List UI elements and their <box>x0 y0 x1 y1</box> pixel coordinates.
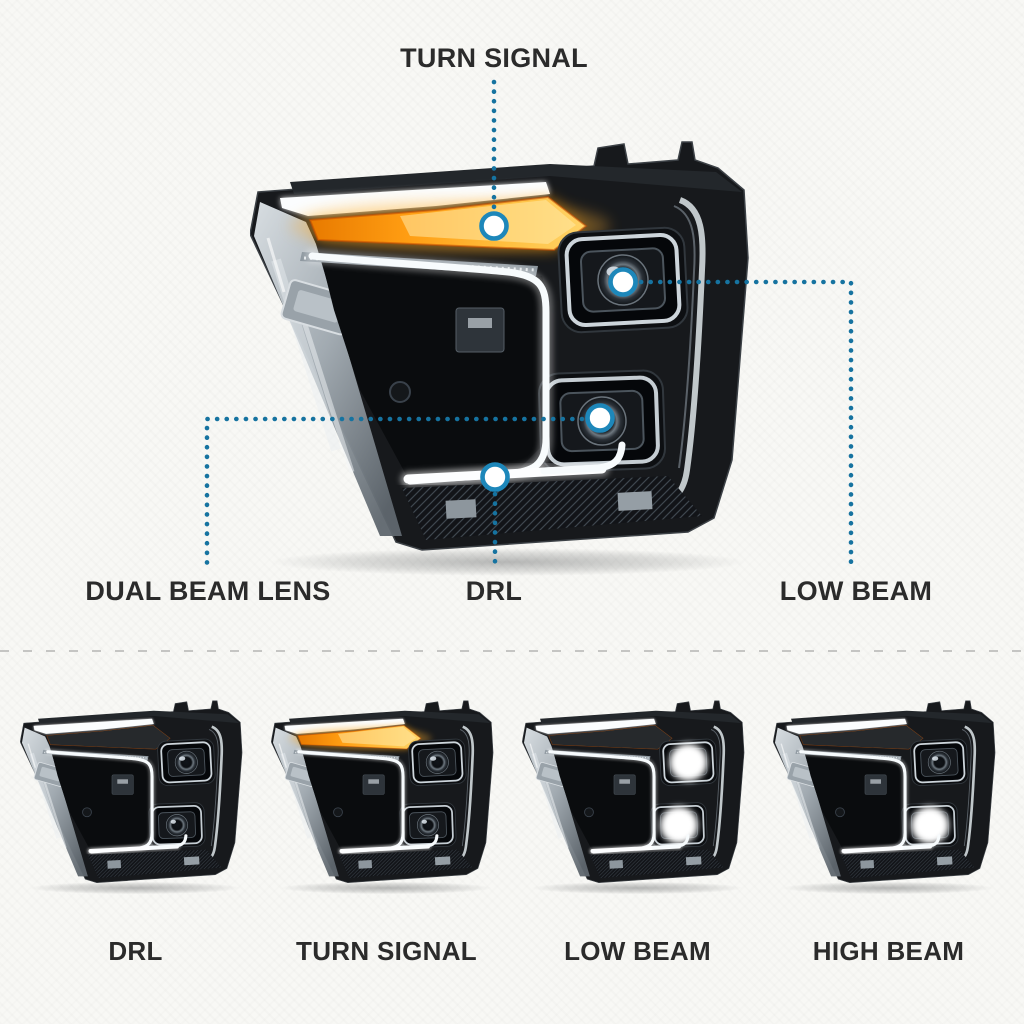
mode-thumb-low-beam: LOW BEAM <box>512 700 763 964</box>
lighting-modes-section: DRL TURN SIGNAL LOW BEAM HIGH BEAM <box>10 700 1014 964</box>
headlight-thumb-high-beam <box>773 700 1005 896</box>
low-beam-label: LOW BEAM <box>779 576 933 606</box>
turn-signal-label: TURN SIGNAL <box>400 43 588 73</box>
headlight-product-photo <box>250 140 770 580</box>
mode-thumb-drl: DRL <box>10 700 261 964</box>
headlight-thumb-turn-signal <box>271 700 503 896</box>
mode-thumb-high-beam: HIGH BEAM <box>763 700 1014 964</box>
mode-label-high-beam: HIGH BEAM <box>812 936 965 966</box>
mode-thumb-turn-signal: TURN SIGNAL <box>261 700 512 964</box>
feature-callout-section: TURN SIGNAL DUAL BEAM LENS DRL LOW BEAM <box>0 43 1024 652</box>
mode-label-low-beam: LOW BEAM <box>564 936 711 966</box>
headlight-thumb-low-beam <box>522 700 754 896</box>
mode-label-drl: DRL <box>108 936 163 966</box>
mode-label-turn-signal: TURN SIGNAL <box>296 936 477 966</box>
dual-beam-lens-label: DUAL BEAM LENS <box>85 576 331 606</box>
headlight-thumb-drl <box>20 700 252 896</box>
drl-label: DRL <box>465 576 523 606</box>
